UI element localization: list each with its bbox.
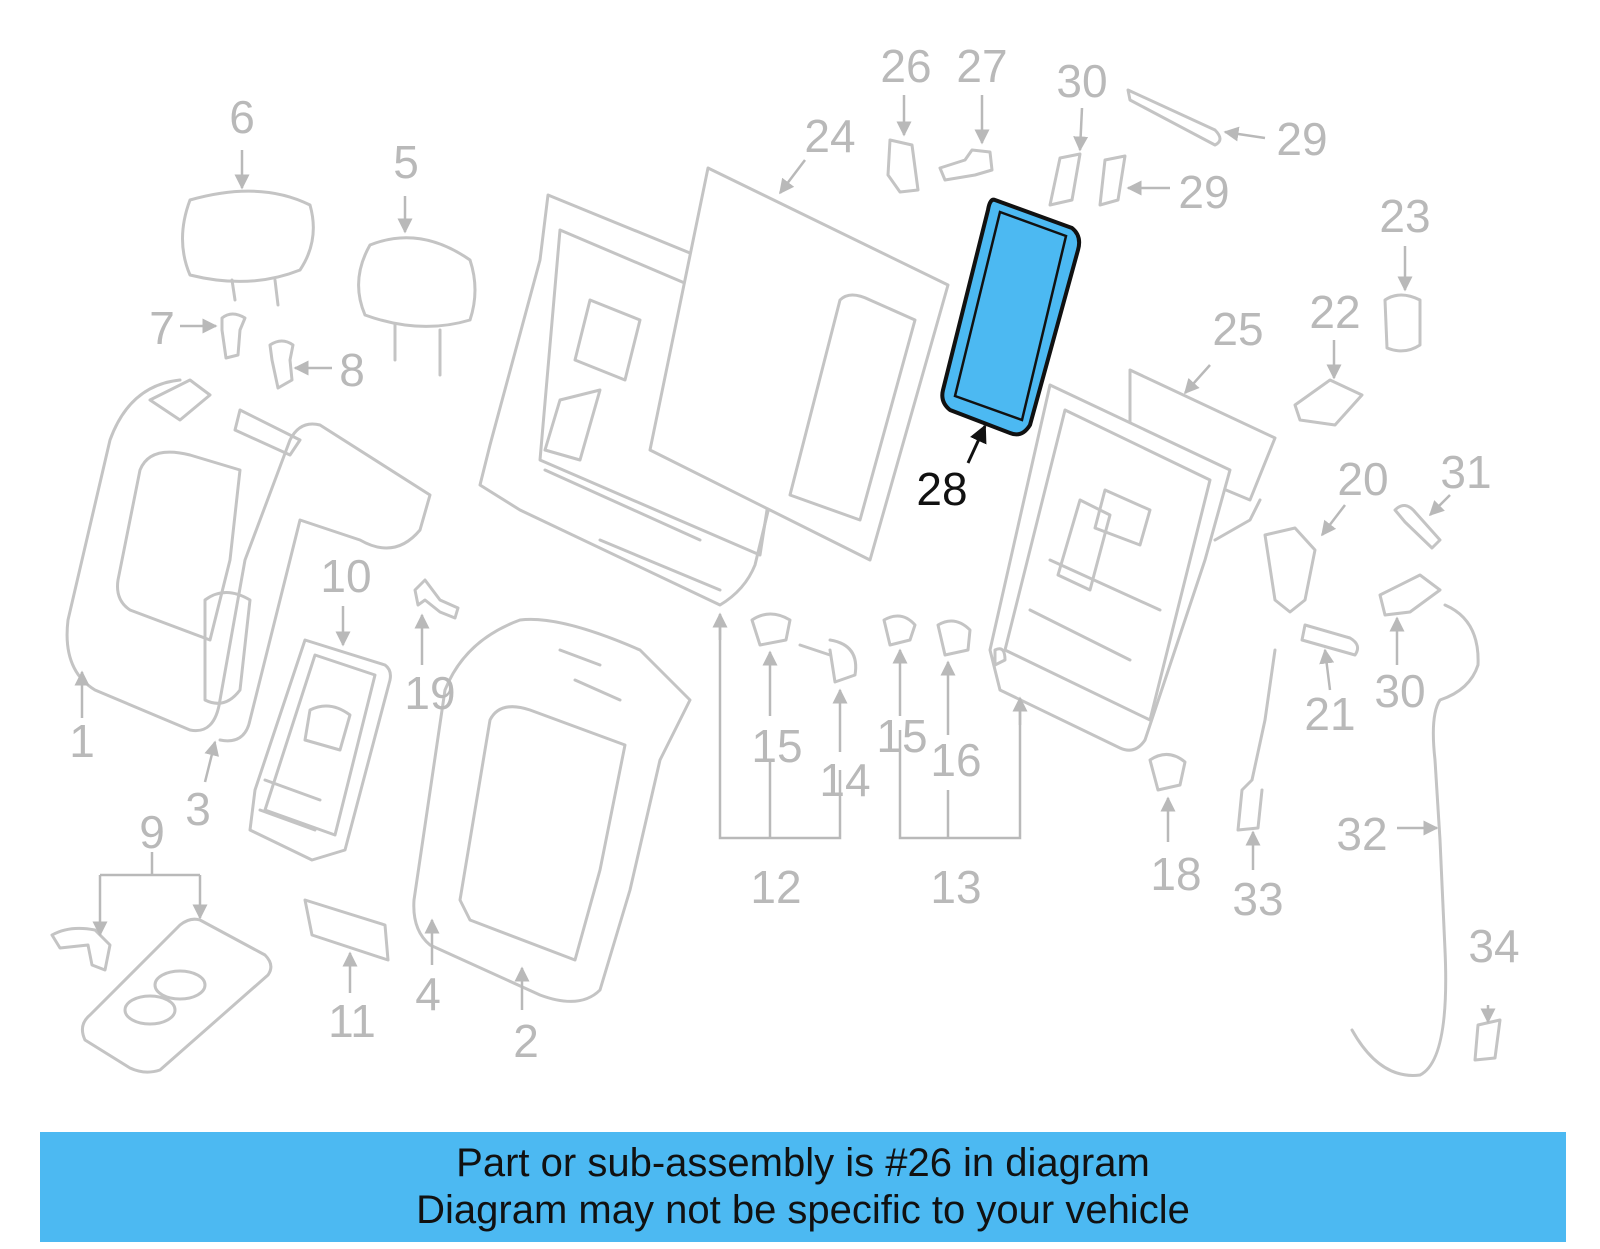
part-2-seatback-center — [412, 617, 692, 1003]
callout-13: 13 — [930, 861, 981, 913]
callout-10: 10 — [320, 550, 371, 602]
callout-15a: 15 — [751, 720, 802, 772]
banner-line-part: Part or sub-assembly is #26 in diagram — [456, 1141, 1150, 1185]
callout-6: 6 — [229, 91, 255, 143]
part-13-seatback-frame-right — [988, 383, 1262, 752]
callout-8: 8 — [339, 344, 365, 396]
callout-25: 27 — [956, 40, 1007, 92]
part-25 — [938, 148, 994, 182]
callout-1: 1 — [69, 715, 95, 767]
part-21 — [1383, 293, 1422, 353]
callout-18: 20 — [1337, 453, 1388, 505]
part-10-armrest-frame — [248, 638, 392, 862]
banner-line-disclaimer: Diagram may not be specific to your vehi… — [416, 1188, 1190, 1232]
part-11-pad — [303, 898, 390, 962]
callout-16: 18 — [1150, 848, 1201, 900]
callout-labels: 6 5 7 8 1 3 10 19 9 11 4 2 24 26 27 30 2… — [69, 40, 1519, 1067]
callout-23: 25 — [1212, 303, 1263, 355]
part-26-highlighted — [940, 197, 1082, 437]
callout-3: 3 — [185, 783, 211, 835]
callout-14b: 15 — [876, 710, 927, 762]
part-20 — [1293, 378, 1364, 427]
callout-22: 24 — [804, 110, 855, 162]
part-22-panel — [648, 166, 950, 562]
part-31 — [1393, 504, 1442, 550]
callout-17: 19 — [404, 667, 455, 719]
part-6-headrest — [181, 189, 315, 307]
part-9-armrest-cover — [50, 917, 273, 1074]
part-1-seatback-left — [65, 378, 432, 743]
parts-diagram: 6 5 7 8 1 3 10 19 9 11 4 2 24 26 27 30 2… — [50, 40, 1520, 1077]
part-19 — [1300, 623, 1360, 657]
callout-20: 22 — [1309, 286, 1360, 338]
part-17-clip — [413, 578, 460, 620]
fasteners — [750, 612, 1187, 792]
callout-31: 31 — [1440, 446, 1491, 498]
callout-2: 2 — [513, 1015, 539, 1067]
callout-11: 11 — [328, 995, 376, 1047]
part-34 — [1473, 1018, 1502, 1062]
callout-14a: 14 — [819, 754, 870, 806]
part-7-clip — [220, 312, 247, 360]
part-24 — [886, 138, 920, 194]
callout-19: 21 — [1304, 688, 1355, 740]
callout-33: 33 — [1232, 873, 1283, 925]
callout-28: 30 — [1056, 55, 1107, 107]
callout-26: 28 — [916, 463, 967, 515]
part-18 — [1263, 526, 1317, 614]
part-28 — [1048, 152, 1082, 207]
part-30 — [1378, 573, 1442, 617]
part-29 — [1098, 154, 1127, 207]
callout-32: 32 — [1336, 808, 1387, 860]
callout-34: 34 — [1468, 920, 1519, 972]
leader-lines — [74, 95, 1496, 1024]
part-22-window — [788, 293, 917, 522]
part-32-cable — [1350, 603, 1480, 1077]
callout-9: 9 — [139, 806, 165, 858]
callout-24: 26 — [880, 40, 931, 92]
part-33 — [1236, 648, 1277, 832]
callout-7: 7 — [149, 302, 175, 354]
callout-30: 30 — [1374, 665, 1425, 717]
part-27 — [1126, 88, 1222, 147]
callout-4: 4 — [415, 968, 441, 1020]
callout-29: 29 — [1178, 166, 1229, 218]
callout-12: 12 — [750, 861, 801, 913]
part-8-clip — [268, 339, 295, 390]
info-banner: Part or sub-assembly is #26 in diagram D… — [40, 1132, 1566, 1242]
callout-27: 29 — [1276, 113, 1327, 165]
callout-21: 23 — [1379, 190, 1430, 242]
callout-15b: 16 — [930, 734, 981, 786]
part-5-headrest — [357, 236, 477, 377]
callout-5: 5 — [393, 136, 419, 188]
